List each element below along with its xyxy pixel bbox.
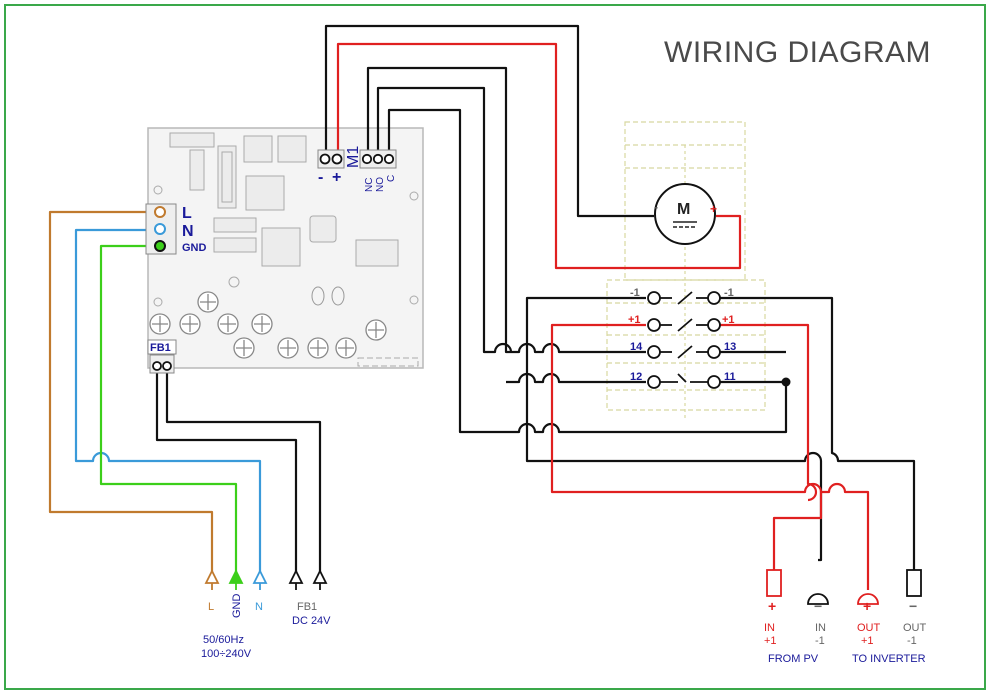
junction-dot [781,377,791,387]
wire-pv-plus-in [550,323,823,570]
wire-pv-minus-in [525,296,823,562]
pv-in-plus-polarity: +1 [764,635,777,647]
contact-label: 12 [630,371,642,383]
m1-plus-label: + [332,169,341,186]
terminal-label-l: L [182,205,192,222]
input-label-l: L [208,601,214,613]
contact-label: 11 [724,371,736,383]
pv-in-minus-name: IN [815,622,826,634]
pv-in-plus-name: IN [764,622,775,634]
feedback-terminal-block: FB1 [147,339,177,374]
motor-label: M [677,201,690,218]
terminal-label-n: N [182,223,194,240]
wire-relay-c [387,108,788,434]
wire-neutral [74,228,262,575]
input-label-gnd: GND [231,594,243,619]
relay-no-label: NO [375,177,386,192]
input-label-n: N [255,601,263,613]
pv-out-minus-name: OUT [903,622,927,634]
fb1-input-label: FB1 [297,601,317,613]
motor-plus-label: + [710,202,717,216]
contact-label: +1 [722,314,735,326]
contact-label: 13 [724,341,736,353]
wire-motor-minus [324,24,654,218]
contact-label: -1 [724,287,734,299]
wire-feedback-1 [155,372,298,575]
fb1-board-label: FB1 [150,342,171,354]
pv-out-plus-symbol: + [863,598,871,614]
contact-row-minus1: -1 -1 [630,287,734,305]
contact-row-plus1: +1 +1 [628,314,735,332]
terminal-label-gnd: GND [182,242,207,254]
power-input-arrows: L GND N 50/60Hz 100÷240V FB1 DC 24V [201,568,331,660]
wire-motor-plus [336,42,742,270]
m1-minus-label: - [318,169,323,186]
diagram-frame [4,4,986,690]
wire-pv-minus-out [720,296,916,570]
fb1-voltage-label: DC 24V [292,615,331,627]
wire-pv-plus-out [720,323,870,590]
wire-relay-no [376,86,513,354]
diagram-title: WIRING DIAGRAM [664,36,931,69]
arrow-gnd-icon [228,568,244,584]
actuator-outline [606,121,766,420]
pv-out-minus-symbol: − [909,598,917,614]
contact-row-12-11: 12 11 [630,371,736,389]
pv-out-plus-name: OUT [857,622,881,634]
wire-line [48,210,214,575]
wire-contact-12 [506,372,646,384]
arrow-fb1-a-icon [288,568,304,584]
contact-label: -1 [630,287,640,299]
fuse-in-plus-icon [766,569,782,597]
group-label-to-inverter: TO INVERTER [852,653,926,665]
pv-terminals: + IN +1 − IN -1 + OUT +1 − OUT -1 FROM P… [764,569,927,665]
relay-terminal-block: NC NO C [359,149,397,192]
relay-c-label: C [386,175,397,182]
fuse-out-minus-icon [906,569,922,597]
switch-contacts: -1 -1 +1 +1 14 13 [628,287,736,389]
connector-in-minus-icon [807,593,829,605]
m1-label: M1 [345,146,362,168]
arrow-fb1-b-icon [312,568,328,584]
contact-row-14-13: 14 13 [630,341,736,359]
contact-label: 14 [630,341,643,353]
motor-terminal-block: - + M1 [317,146,362,186]
power-spec-voltage: 100÷240V [201,648,252,660]
pv-out-plus-polarity: +1 [861,635,874,647]
pv-in-plus-symbol: + [768,598,776,614]
board-capacitors [149,291,387,359]
motor-symbol: M - + [654,183,717,245]
group-label-from-pv: FROM PV [768,653,819,665]
connector-out-plus-icon [857,593,879,605]
relay-nc-label: NC [364,178,375,192]
pv-in-minus-symbol: − [814,598,822,614]
pv-out-minus-polarity: -1 [907,635,917,647]
motor-minus-label: - [654,200,658,214]
contact-label: +1 [628,314,641,326]
wire-feedback-2 [165,372,322,575]
arrow-n-icon [252,568,268,584]
pv-in-minus-polarity: -1 [815,635,825,647]
mains-terminal-block: L N GND [145,203,207,255]
wire-ground [99,244,238,575]
wire-relay-nc [366,66,646,354]
power-spec-frequency: 50/60Hz [203,634,244,646]
arrow-l-icon [204,568,220,584]
